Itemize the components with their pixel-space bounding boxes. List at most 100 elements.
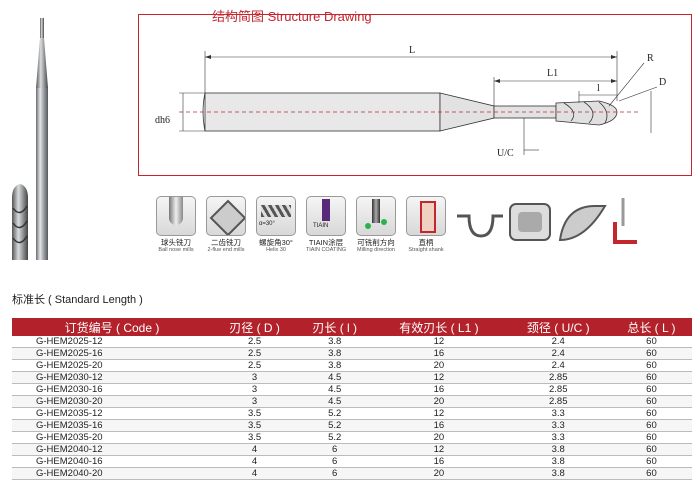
cell-l1: 12 <box>372 371 506 384</box>
cell-l: 3.8 <box>297 359 373 372</box>
cell-uc: 2.85 <box>505 383 611 396</box>
cell-d: 3.5 <box>212 431 298 444</box>
cell-d: 2.5 <box>212 347 298 360</box>
cell-total-l: 60 <box>610 371 692 384</box>
cell-d: 3 <box>212 371 298 384</box>
standard-length-title: 标准长 ( Standard Length ) <box>12 294 143 306</box>
col-l: 刃长 ( l ) <box>297 318 373 336</box>
cell-l1: 16 <box>372 455 506 468</box>
feature-sub: Ball nose mills <box>158 247 194 253</box>
feature-two-flute: 二齿铣刀 2-flue end mills <box>200 196 252 254</box>
cell-l: 6 <box>297 455 373 468</box>
feature-sub: 2-flue end mills <box>207 247 245 253</box>
feature-label: 球头铣刀 <box>161 238 191 247</box>
feature-coating: TIAIN TIAIN涂层 TIAIN COATING <box>300 196 352 254</box>
cell-uc: 2.4 <box>505 347 611 360</box>
straight-shank-icon <box>406 196 446 236</box>
col-d: 刃径 ( D ) <box>212 318 298 336</box>
cell-l1: 20 <box>372 467 506 480</box>
cell-total-l: 60 <box>610 467 692 480</box>
cell-code: G-HEM2040-20 <box>12 467 212 480</box>
dim-dh6: dh6 <box>155 115 170 126</box>
dim-l1: L1 <box>547 68 558 79</box>
cell-l1: 12 <box>372 336 506 348</box>
cell-l: 4.5 <box>297 371 373 384</box>
cell-l1: 20 <box>372 359 506 372</box>
cell-d: 3 <box>212 383 298 396</box>
drawing-svg: L L1 l R D dh6 U/C <box>155 45 666 159</box>
feature-label: 螺旋角30° <box>259 238 293 247</box>
cell-l1: 20 <box>372 431 506 444</box>
drawing-title: 结构简图 Structure Drawing <box>212 9 372 24</box>
cell-uc: 3.3 <box>505 407 611 420</box>
cell-d: 3.5 <box>212 419 298 432</box>
feature-label: 二齿铣刀 <box>211 238 241 247</box>
cell-l: 4.5 <box>297 395 373 408</box>
cell-code: G-HEM2025-12 <box>12 336 212 348</box>
cell-l1: 16 <box>372 383 506 396</box>
cell-l: 6 <box>297 467 373 480</box>
dim-l-total: L <box>409 45 415 56</box>
cell-l: 3.8 <box>297 347 373 360</box>
col-total-l: 总长 ( L ) <box>610 318 692 336</box>
helix-icon-text: ɑ=30° <box>259 221 275 227</box>
cell-code: G-HEM2025-20 <box>12 359 212 372</box>
cell-uc: 3.8 <box>505 467 611 480</box>
cell-total-l: 60 <box>610 419 692 432</box>
feature-label: TIAIN涂层 <box>308 238 344 247</box>
coating-icon-text: TIAIN <box>313 223 329 229</box>
cell-l: 3.8 <box>297 336 373 348</box>
feature-icons: 球头铣刀 Ball nose mills 二齿铣刀 2-flue end mil… <box>150 196 695 266</box>
col-code: 订货编号 ( Code ) <box>12 318 212 336</box>
cell-d: 3.5 <box>212 407 298 420</box>
cell-code: G-HEM2030-20 <box>12 395 212 408</box>
structure-drawing: L L1 l R D dh6 U/C <box>138 14 692 176</box>
feature-sub: Straight shank <box>408 247 444 253</box>
cell-total-l: 60 <box>610 383 692 396</box>
cell-total-l: 60 <box>610 336 692 348</box>
cell-uc: 3.8 <box>505 443 611 456</box>
cell-l: 5.2 <box>297 419 373 432</box>
col-l1: 有效刃长 ( L1 ) <box>372 318 506 336</box>
cell-total-l: 60 <box>610 431 692 444</box>
cell-d: 3 <box>212 395 298 408</box>
tool-photo <box>12 18 48 260</box>
cell-uc: 2.85 <box>505 371 611 384</box>
cell-l: 5.2 <box>297 431 373 444</box>
helix-icon: ɑ=30° <box>256 196 296 236</box>
cell-l1: 20 <box>372 395 506 408</box>
cell-d: 4 <box>212 467 298 480</box>
feature-milling-direction: 可铣削方向 Milling direction <box>350 196 402 254</box>
cell-d: 4 <box>212 443 298 456</box>
cell-uc: 3.3 <box>505 431 611 444</box>
cell-uc: 2.4 <box>505 359 611 372</box>
cell-code: G-HEM2040-12 <box>12 443 212 456</box>
feature-ball-nose: 球头铣刀 Ball nose mills <box>150 196 202 254</box>
ball-nose-icon <box>156 196 196 236</box>
dim-r: R <box>647 53 654 64</box>
cell-code: G-HEM2030-16 <box>12 383 212 396</box>
cell-d: 2.5 <box>212 359 298 372</box>
cell-uc: 3.8 <box>505 455 611 468</box>
feature-label: 可铣削方向 <box>357 238 395 247</box>
cell-l1: 12 <box>372 407 506 420</box>
dim-l: l <box>597 83 600 94</box>
cell-l1: 12 <box>372 443 506 456</box>
spec-table: 订货编号 ( Code ) 刃径 ( D ) 刃长 ( l ) 有效刃长 ( L… <box>12 318 692 480</box>
cell-l: 6 <box>297 443 373 456</box>
feature-sub: Helix 30 <box>266 247 286 253</box>
cell-code: G-HEM2035-16 <box>12 419 212 432</box>
coating-icon: TIAIN <box>306 196 346 236</box>
feature-helix: ɑ=30° 螺旋角30° Helix 30 <box>250 196 302 254</box>
corner-icon <box>613 222 637 244</box>
feature-sub: Milling direction <box>357 247 395 253</box>
